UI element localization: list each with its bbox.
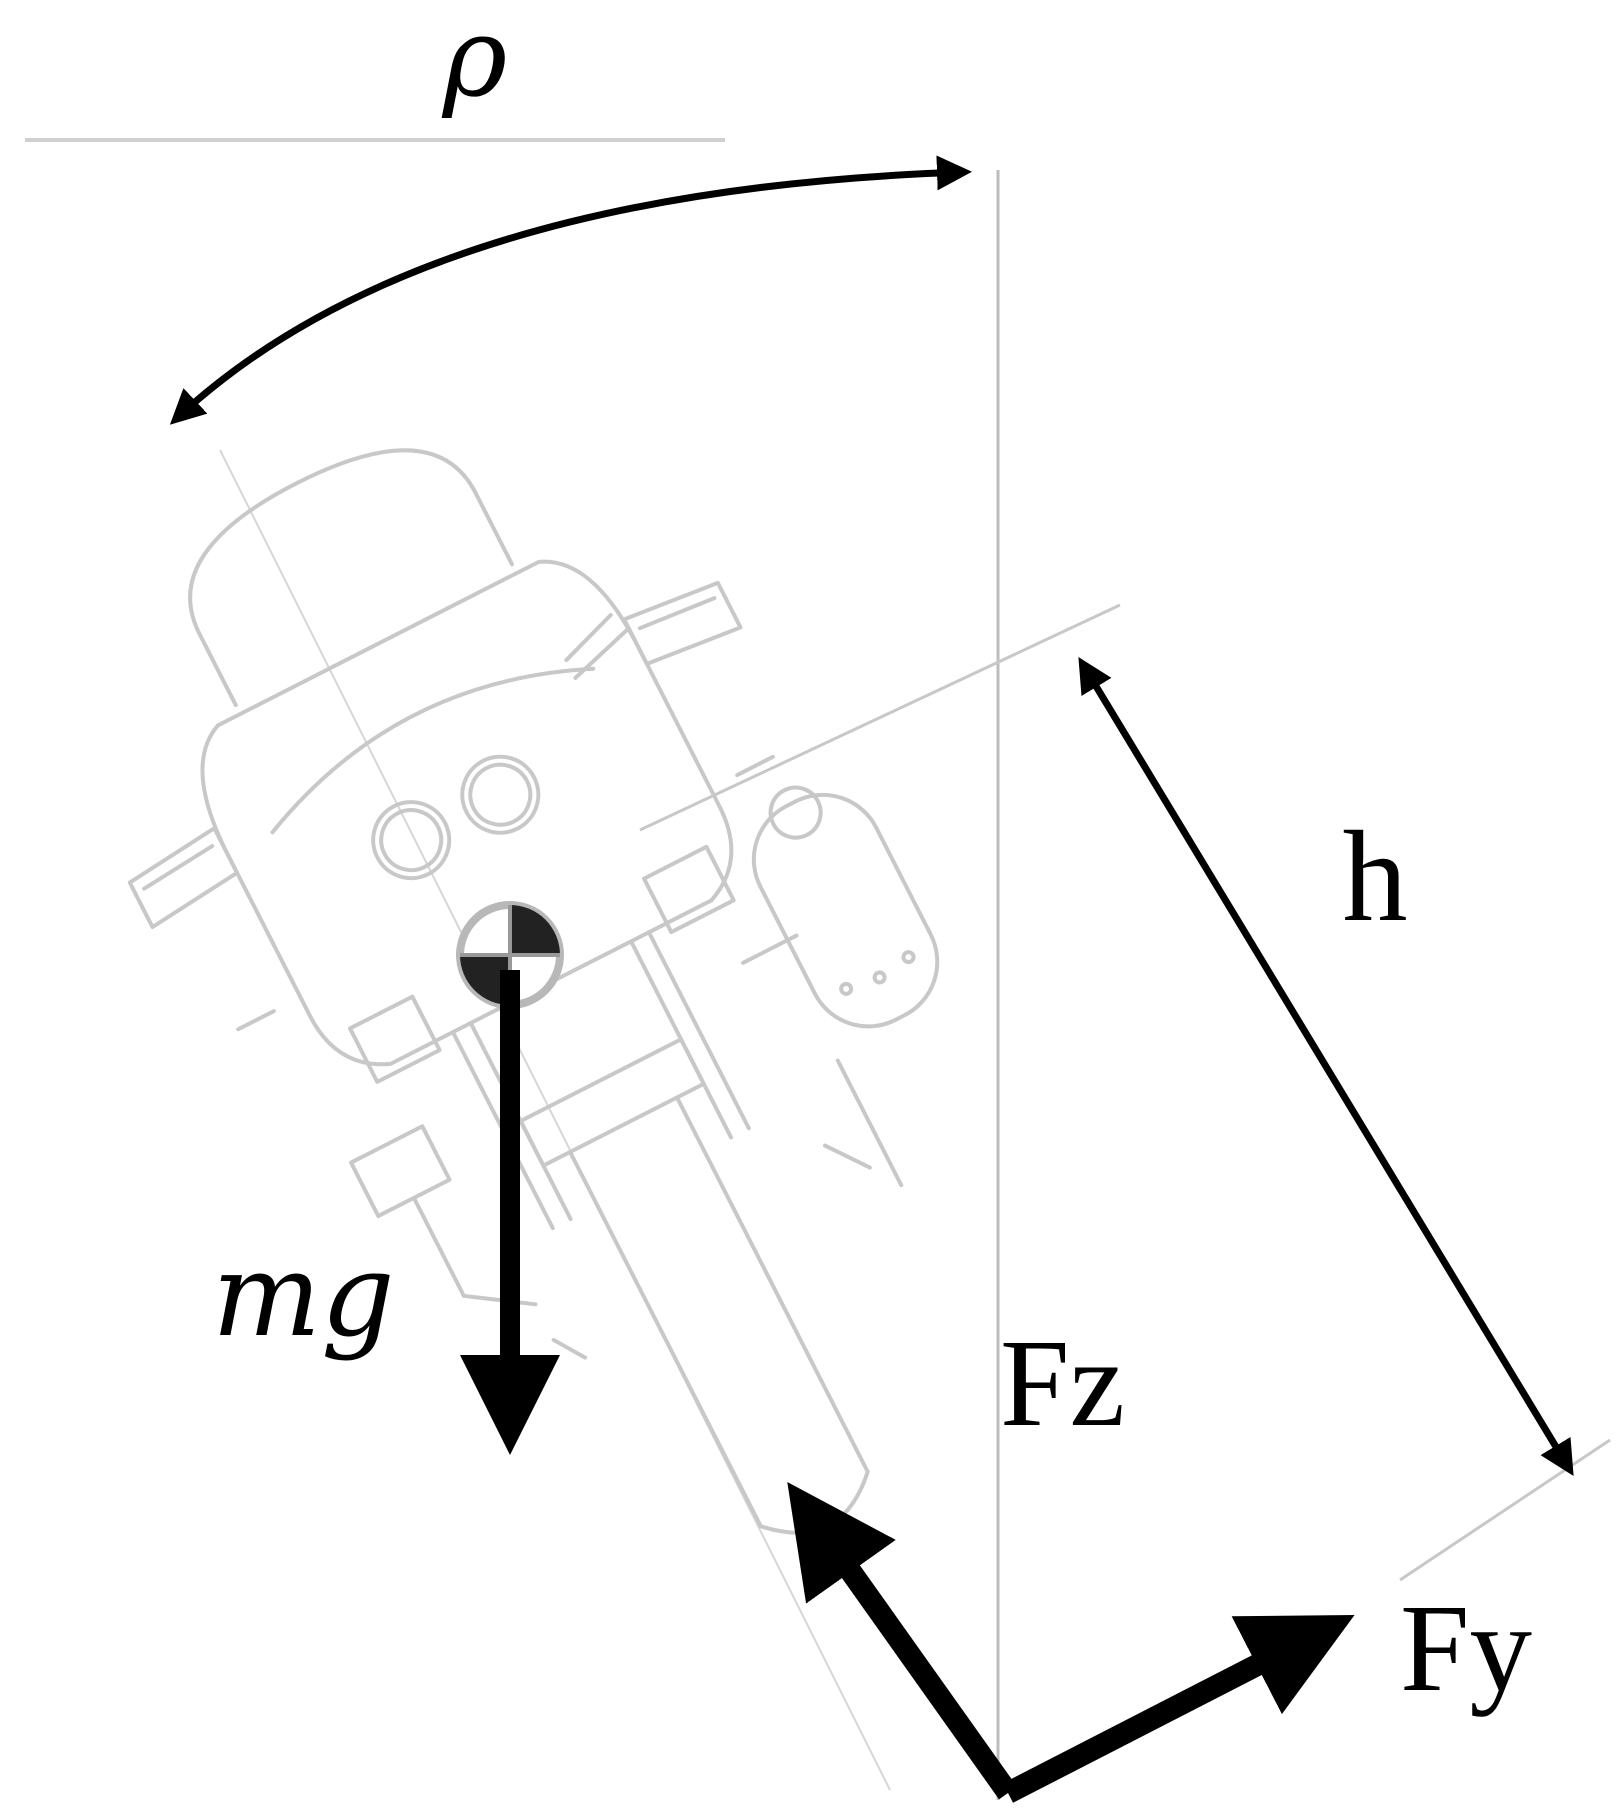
motorcycle-centerline	[219, 449, 891, 1791]
roll-angle-arrow	[169, 155, 972, 425]
body-axis-bottom-line	[1399, 1438, 1611, 1582]
rho-label: ρ	[442, 0, 508, 121]
normal-force-arrow	[787, 1482, 1017, 1800]
fy-label: Fy	[1400, 1580, 1533, 1718]
body-axis-top-line	[639, 603, 1121, 832]
h-label: h	[1343, 805, 1408, 949]
height-dimension-arrow	[1078, 657, 1574, 1476]
motorcycle-drawing	[127, 448, 940, 1535]
fz-label: Fz	[1000, 1315, 1125, 1453]
lateral-force-arrow	[1002, 1614, 1355, 1803]
mg-label: mg	[212, 1229, 395, 1363]
